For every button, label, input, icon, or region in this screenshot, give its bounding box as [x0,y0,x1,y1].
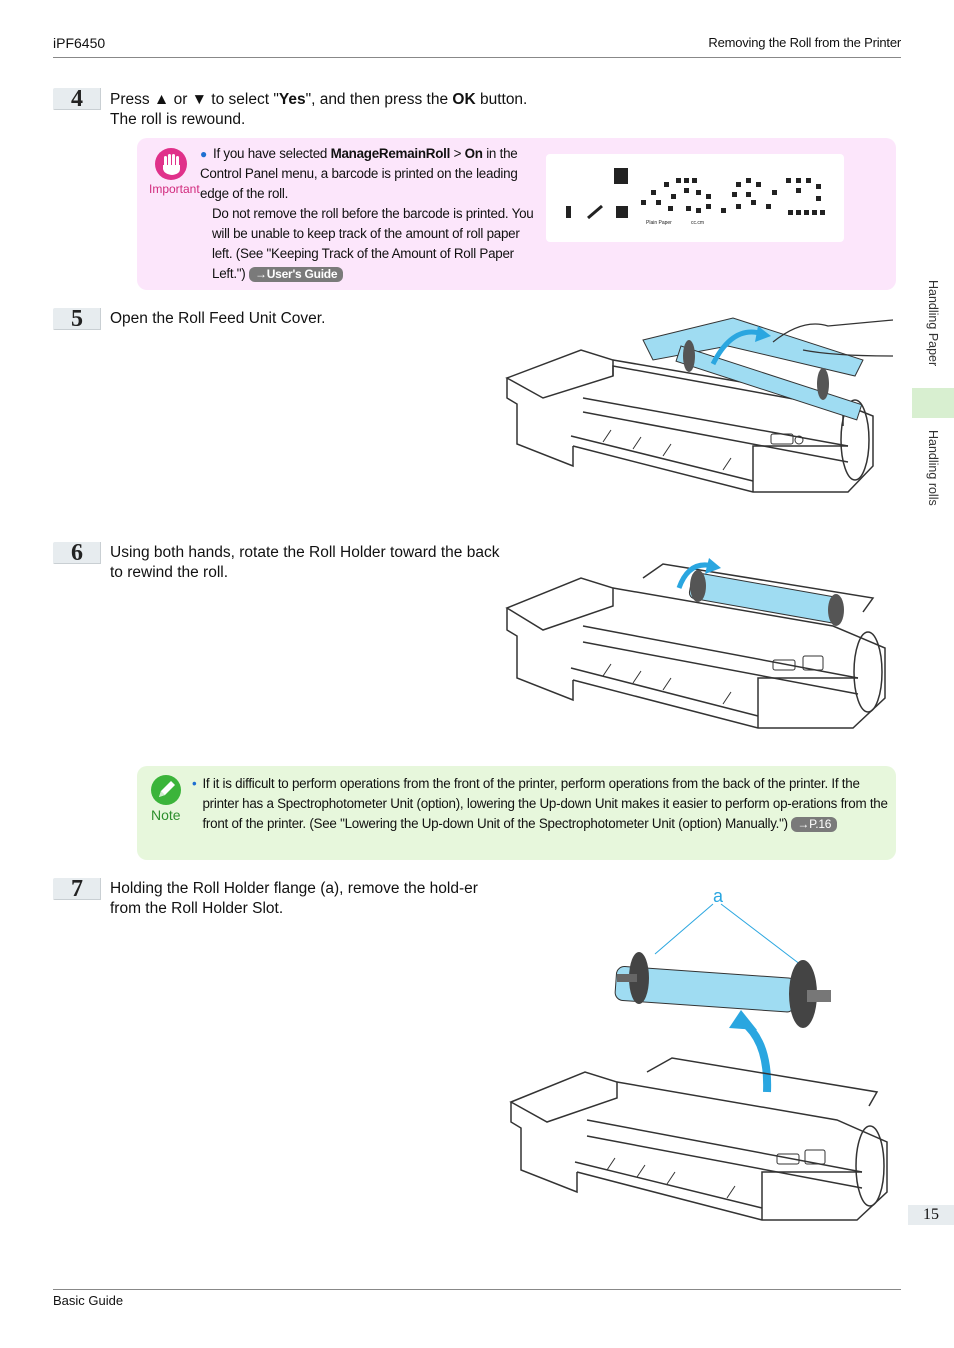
important-label: Important [149,182,200,196]
step-4-text: Press ▲ or ▼ to select "Yes", and then p… [110,90,710,130]
page-number: 15 [908,1205,954,1225]
barcode-figure: Plain Paper cc.cm [546,154,844,242]
step-4-text-part: ", and then press the [305,91,453,108]
important-term: ManageRemainRoll [330,146,451,161]
note-box [137,766,896,860]
sidebar-active-tab [912,388,954,418]
note-pencil-icon [150,774,182,806]
step-number-5: 5 [53,307,101,331]
header-section-title: Removing the Roll from the Printer [708,35,901,50]
important-text-part: in the Control Panel menu, a barcode is … [200,146,518,201]
important-text-part: If you have selected [213,146,331,161]
barcode-label-media: Plain Paper [646,220,672,226]
callout-a: a [713,886,724,906]
step-4-ok: OK [452,91,476,108]
important-text-part: > [450,146,465,161]
printer-figure-open-cover [503,316,895,512]
step-4-result: The roll is rewound. [110,111,246,128]
step-7-text: Holding the Roll Holder flange (a), remo… [110,880,478,917]
important-hand-icon [154,147,188,181]
header-model: iPF6450 [53,35,106,51]
step-5-text: Open the Roll Feed Unit Cover. [110,310,326,327]
header-rule [53,57,901,58]
step-6-text: Using both hands, rotate the Roll Holder… [110,544,500,581]
step-4-text-part: Press ▲ or ▼ to select " [110,91,279,108]
step-number-7: 7 [53,877,101,901]
important-term: On [464,146,483,161]
page-16-link[interactable]: →P.16 [791,817,838,832]
step-number-4: 4 [53,87,101,111]
step-4-yes: Yes [278,91,306,108]
printer-figure-rewind-roll [503,548,895,748]
step-4-text-part: button. [475,91,528,108]
barcode-label-unit: cc.cm [691,220,704,226]
important-text: ● If you have selected ManageRemainRoll >… [200,144,538,284]
users-guide-link[interactable]: →User's Guide [249,267,344,282]
footer-rule [53,1289,901,1290]
step-number-6: 6 [53,541,101,565]
bullet-icon: • [192,776,197,791]
note-text: • If it is difficult to perform operation… [192,774,892,834]
sidebar-chapter: Handling Paper [926,280,940,367]
footer-guide-name: Basic Guide [53,1293,124,1308]
bullet-icon: ● [200,147,207,161]
sidebar-subsection: Handling rolls [926,430,940,506]
printer-figure-remove-holder: a [507,882,893,1238]
note-body: If it is difficult to perform operations… [202,776,888,831]
important-warning: Do not remove the roll before the barcod… [212,206,534,281]
note-label: Note [151,807,181,823]
